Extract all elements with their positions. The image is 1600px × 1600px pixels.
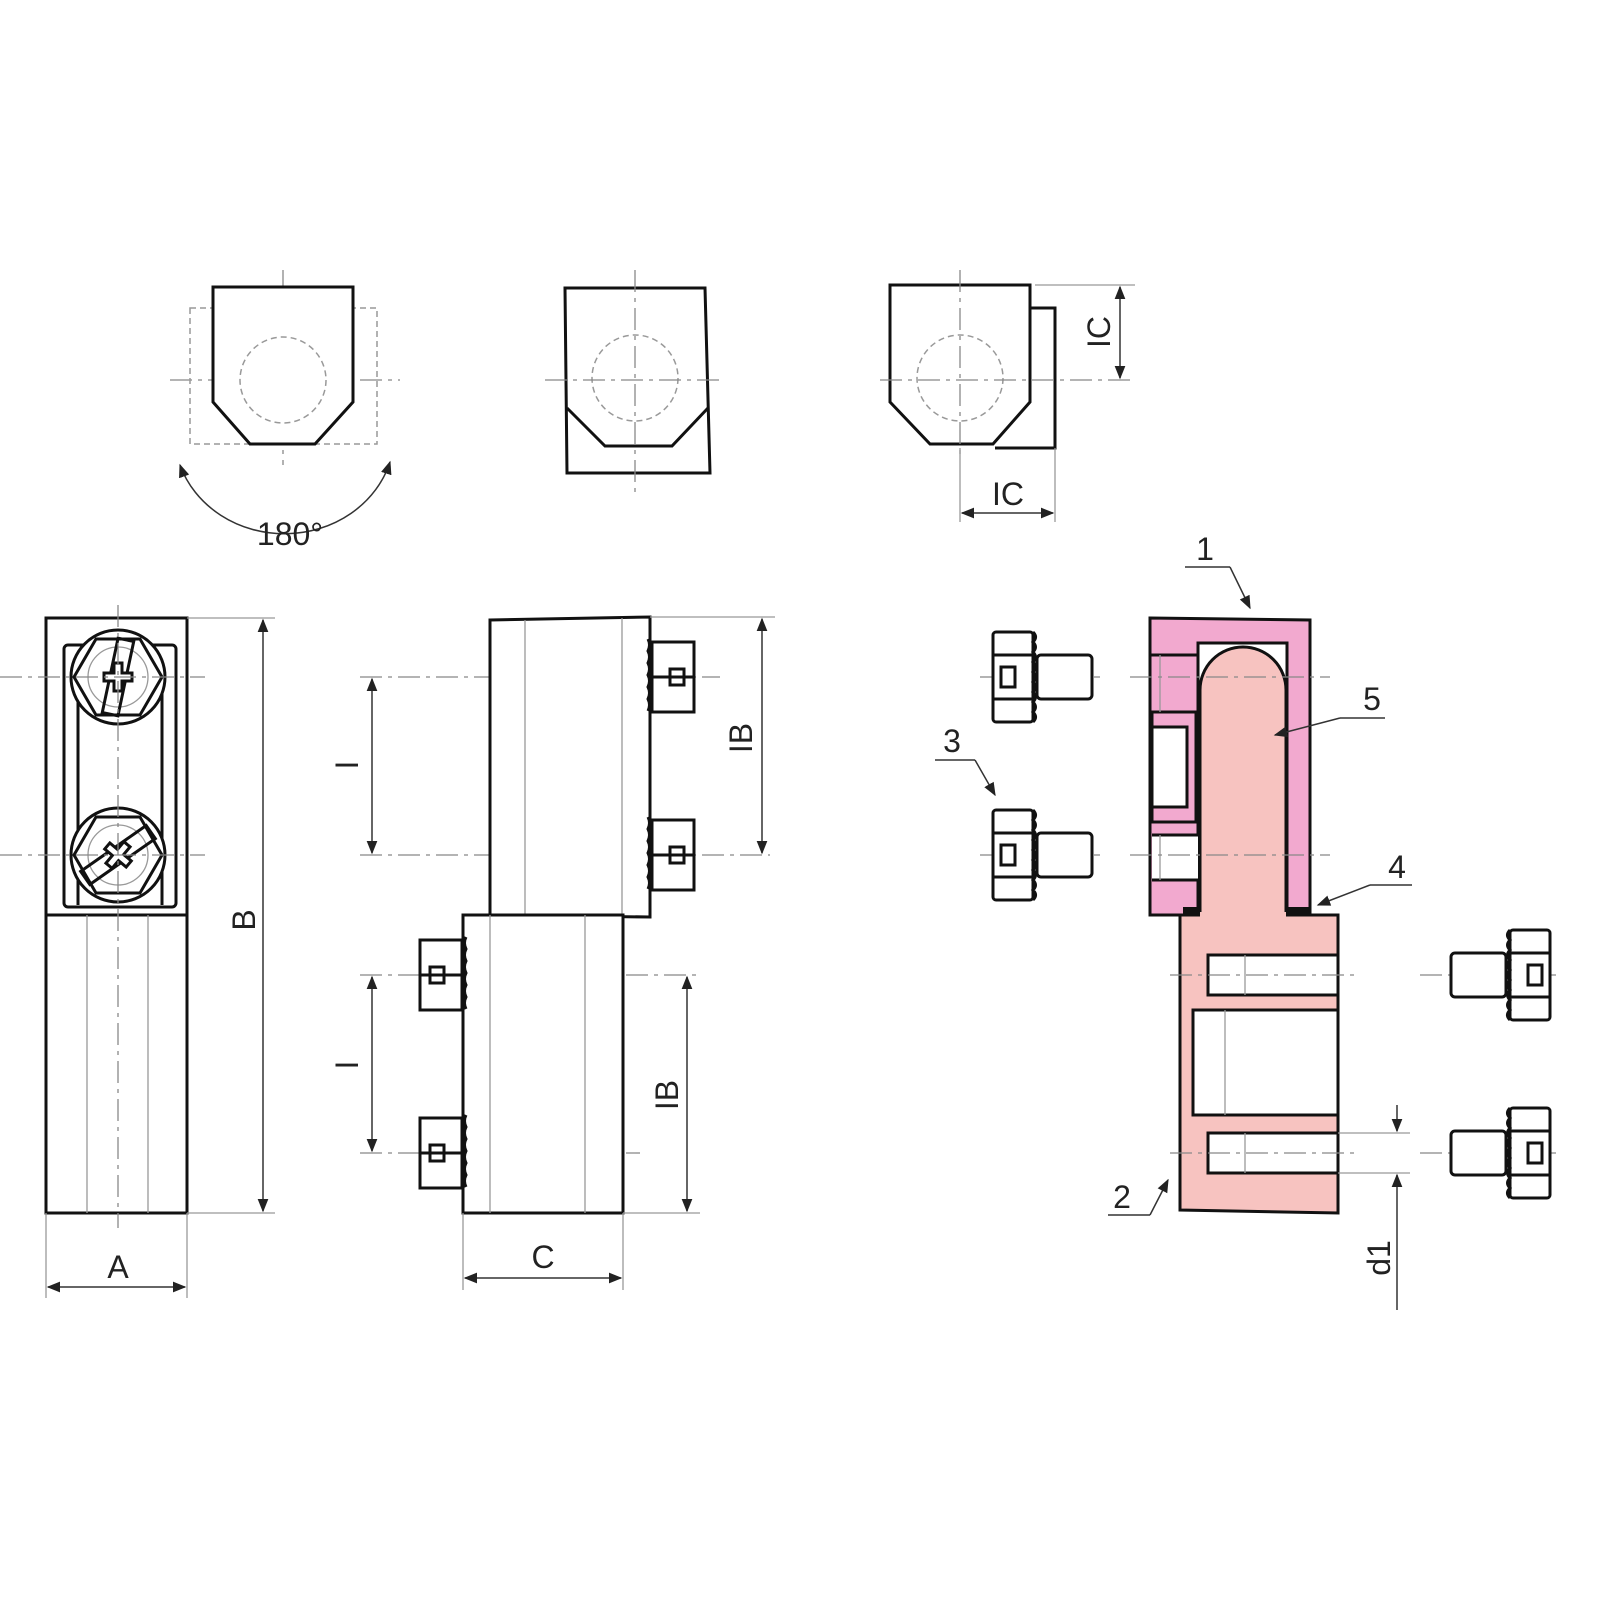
bolt-icon	[991, 808, 1094, 902]
callout-5: 5	[1363, 681, 1381, 717]
front-view: B A	[0, 605, 275, 1298]
callout-4: 4	[1388, 849, 1406, 885]
b-label: B	[226, 909, 262, 930]
bolt-icon	[1449, 928, 1552, 1022]
ic-horizontal-label: IC	[992, 476, 1024, 512]
ib-lower-label: IB	[649, 1080, 685, 1110]
side-view: I IB I IB C	[329, 615, 775, 1290]
hex-bolt-icon	[646, 815, 696, 892]
hex-bolt-icon	[646, 637, 696, 714]
d1-label: d1	[1361, 1240, 1397, 1276]
top-view-middle	[545, 270, 722, 495]
section-view: 1 5 3 4 2 d1	[935, 531, 1560, 1310]
part-5-bar	[1198, 645, 1288, 917]
a-label: A	[107, 1249, 129, 1285]
top-view-rotation: 180°	[170, 270, 400, 552]
i-upper-label: I	[329, 761, 365, 770]
c-label: C	[531, 1239, 554, 1275]
part-2-body	[1178, 913, 1340, 1215]
hex-bolt-icon	[418, 1113, 468, 1190]
bolt-icon	[1449, 1106, 1552, 1200]
rotation-arrow	[179, 460, 392, 535]
callout-2: 2	[1113, 1179, 1131, 1215]
i-lower-label: I	[329, 1061, 365, 1070]
callout-3: 3	[943, 723, 961, 759]
ic-vertical-label: IC	[1081, 316, 1117, 348]
ib-upper-label: IB	[723, 723, 759, 753]
callout-1: 1	[1196, 531, 1214, 567]
top-view-offset: IC IC	[880, 270, 1135, 522]
bolt-icon	[991, 630, 1094, 724]
hex-bolt-icon	[418, 935, 468, 1012]
rotation-label: 180°	[257, 516, 323, 552]
